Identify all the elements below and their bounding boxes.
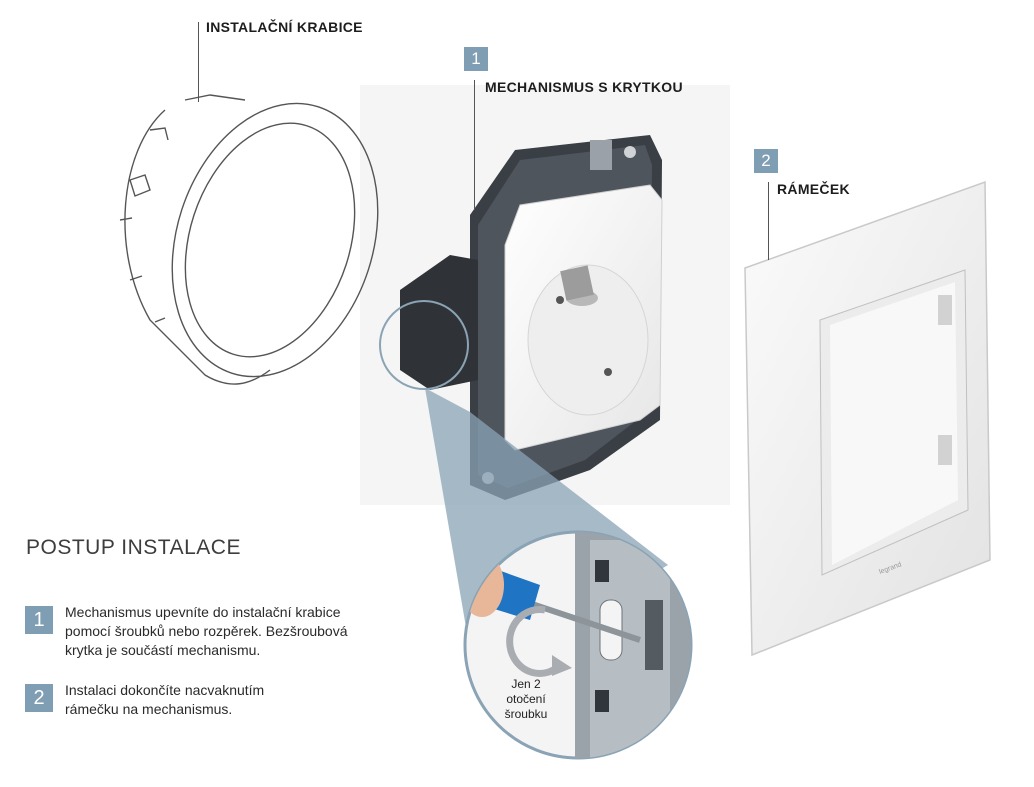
- step-2-number: 2: [25, 684, 53, 712]
- zoom-note-line-3: šroubku: [504, 707, 548, 721]
- step-2-text: Instalaci dokončíte nacvaknutím rámečku …: [65, 681, 264, 719]
- frame-badge: 2: [754, 149, 778, 173]
- box-leader-line: [198, 22, 199, 102]
- mechanism-label: MECHANISMUS S KRYTKOU: [485, 79, 683, 95]
- step-1-line-1: Mechanismus upevníte do instalační krabi…: [65, 604, 341, 620]
- mechanism-badge: 1: [464, 47, 488, 71]
- detail-highlight-circle: [379, 300, 469, 390]
- frame-leader-line: [768, 182, 769, 260]
- box-label: INSTALAČNÍ KRABICE: [206, 19, 363, 35]
- frame-label: RÁMEČEK: [777, 181, 850, 197]
- mechanism-drawing: [400, 135, 663, 500]
- step-2-line-2: rámečku na mechanismus.: [65, 701, 233, 717]
- step-2-line-1: Instalaci dokončíte nacvaknutím: [65, 682, 265, 698]
- step-1-number: 1: [25, 606, 53, 634]
- mechanism-leader-line: [474, 80, 475, 210]
- step-1-text: Mechanismus upevníte do instalační krabi…: [65, 603, 348, 660]
- zoom-detail: [463, 530, 693, 760]
- step-1-line-3: krytka je součástí mechanismu.: [65, 642, 261, 658]
- step-1-line-2: pomocí šroubků nebo rozpěrek. Bezšroubov…: [65, 623, 348, 639]
- procedure-title: POSTUP INSTALACE: [26, 536, 241, 559]
- zoom-note-line-2: otočení: [506, 692, 546, 706]
- installation-box-drawing: [119, 94, 379, 385]
- frame-drawing: legrand: [744, 180, 991, 657]
- zoom-note-line-1: Jen 2: [511, 677, 541, 691]
- zoom-note: Jen 2 otočení šroubku: [500, 677, 552, 722]
